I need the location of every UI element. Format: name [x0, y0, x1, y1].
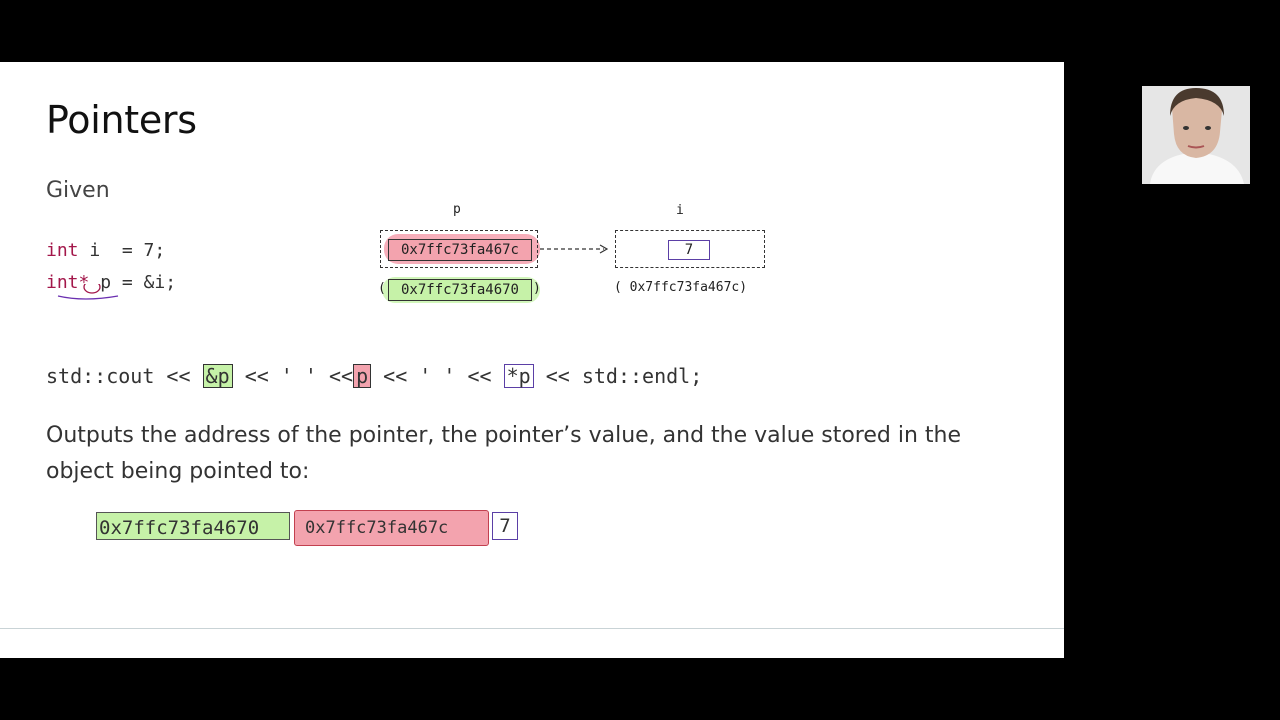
code-line2-rest: p = &i; — [89, 272, 177, 293]
output-description: Outputs the address of the pointer, the … — [46, 423, 961, 484]
i-memory-box — [615, 230, 765, 268]
paren-open: ( — [378, 281, 386, 296]
p-value-cell: 0x7ffc73fa467c — [388, 239, 532, 261]
i-address-label: ( 0x7ffc73fa467c) — [614, 280, 748, 295]
cout-sep2: << ' ' << — [383, 364, 504, 388]
cout-end: << std::endl; — [545, 364, 703, 388]
keyword-int: int — [46, 240, 79, 261]
code-line1-rest: i = 7; — [78, 240, 166, 261]
pointer-star: * — [78, 272, 90, 293]
cout-start: std::cout << — [46, 364, 203, 388]
code-line-int-ptr: int* p = &i; — [46, 272, 176, 293]
presenter-avatar — [1142, 86, 1250, 184]
i-value-cell: 7 — [668, 240, 710, 260]
presenter-webcam — [1142, 86, 1250, 184]
keyword-int: int — [46, 272, 79, 293]
p-memory-box — [380, 230, 538, 268]
p-address-cell: 0x7ffc73fa4670 — [388, 279, 532, 301]
cout-sep1: << ' ' << — [244, 364, 354, 388]
diagram-label-p: p — [453, 202, 461, 217]
addr-of-p-chip: &p — [202, 364, 233, 388]
output-pointer-value: 0x7ffc73fa467c — [294, 510, 489, 546]
given-label: Given — [46, 178, 110, 203]
code-line-int-i: int i = 7; — [46, 240, 165, 261]
output-address: 0x7ffc73fa4670 — [96, 512, 290, 540]
slide: Pointers Given int i = 7; int* p = &i; p… — [0, 62, 1064, 658]
pointer-arrow-icon — [540, 244, 609, 254]
slide-footer-rule — [0, 628, 1064, 629]
cout-statement: std::cout << &p << ' ' <<p << ' ' << *p … — [46, 364, 702, 388]
output-deref-value: 7 — [492, 512, 518, 540]
handwritten-annotation-icon — [57, 284, 119, 300]
paren-close: ) — [533, 281, 541, 296]
diagram-label-i: i — [676, 203, 684, 218]
p-chip: p — [353, 364, 372, 388]
deref-p-chip: *p — [503, 364, 534, 388]
slide-title: Pointers — [46, 98, 197, 142]
